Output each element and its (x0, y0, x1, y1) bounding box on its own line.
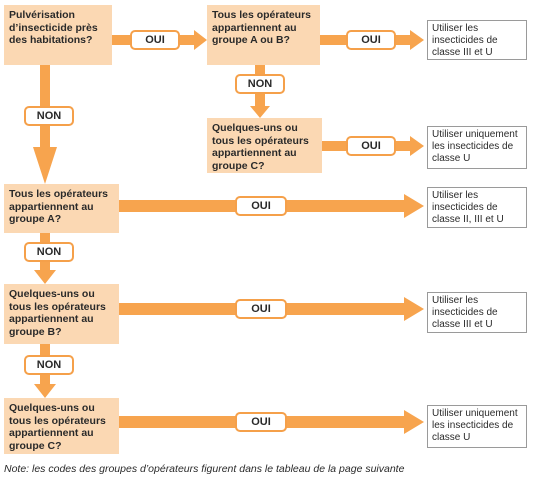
label-no-q2: NON (235, 74, 285, 94)
result-class-u-only-bottom: Utiliser uniquement les insecticides de … (427, 405, 527, 448)
label-yes-q5: OUI (235, 299, 287, 319)
result-class-iii-u-top: Utiliser les insecticides de classe III … (427, 20, 527, 60)
question-group-a: Tous les opérateurs appartiennent au gro… (4, 184, 119, 233)
question-group-c-upper: Quelques-uns ou tous les opérateurs appa… (207, 118, 322, 173)
label-yes-q3: OUI (346, 136, 396, 156)
label-yes-q6: OUI (235, 412, 287, 432)
label-no-q5: NON (24, 355, 74, 375)
footnote: Note: les codes des groupes d’opérateurs… (4, 463, 405, 475)
result-class-ii-iii-u: Utiliser les insecticides de classe II, … (427, 187, 527, 228)
label-no-q4: NON (24, 242, 74, 262)
question-spraying-near-homes: Pulvérisation d’insecticide près des hab… (4, 5, 112, 65)
result-class-u-only-top: Utiliser uniquement les insecticides de … (427, 126, 527, 169)
label-yes-q1: OUI (130, 30, 180, 50)
result-class-iii-u-bottom: Utiliser les insecticides de classe III … (427, 292, 527, 333)
label-yes-q2: OUI (346, 30, 396, 50)
label-no-q1: NON (24, 106, 74, 126)
question-group-c-lower: Quelques-uns ou tous les opérateurs appa… (4, 398, 119, 454)
question-group-a-or-b: Tous les opérateurs appartiennent au gro… (207, 5, 320, 65)
label-yes-q4: OUI (235, 196, 287, 216)
question-group-b: Quelques-uns ou tous les opérateurs appa… (4, 284, 119, 344)
